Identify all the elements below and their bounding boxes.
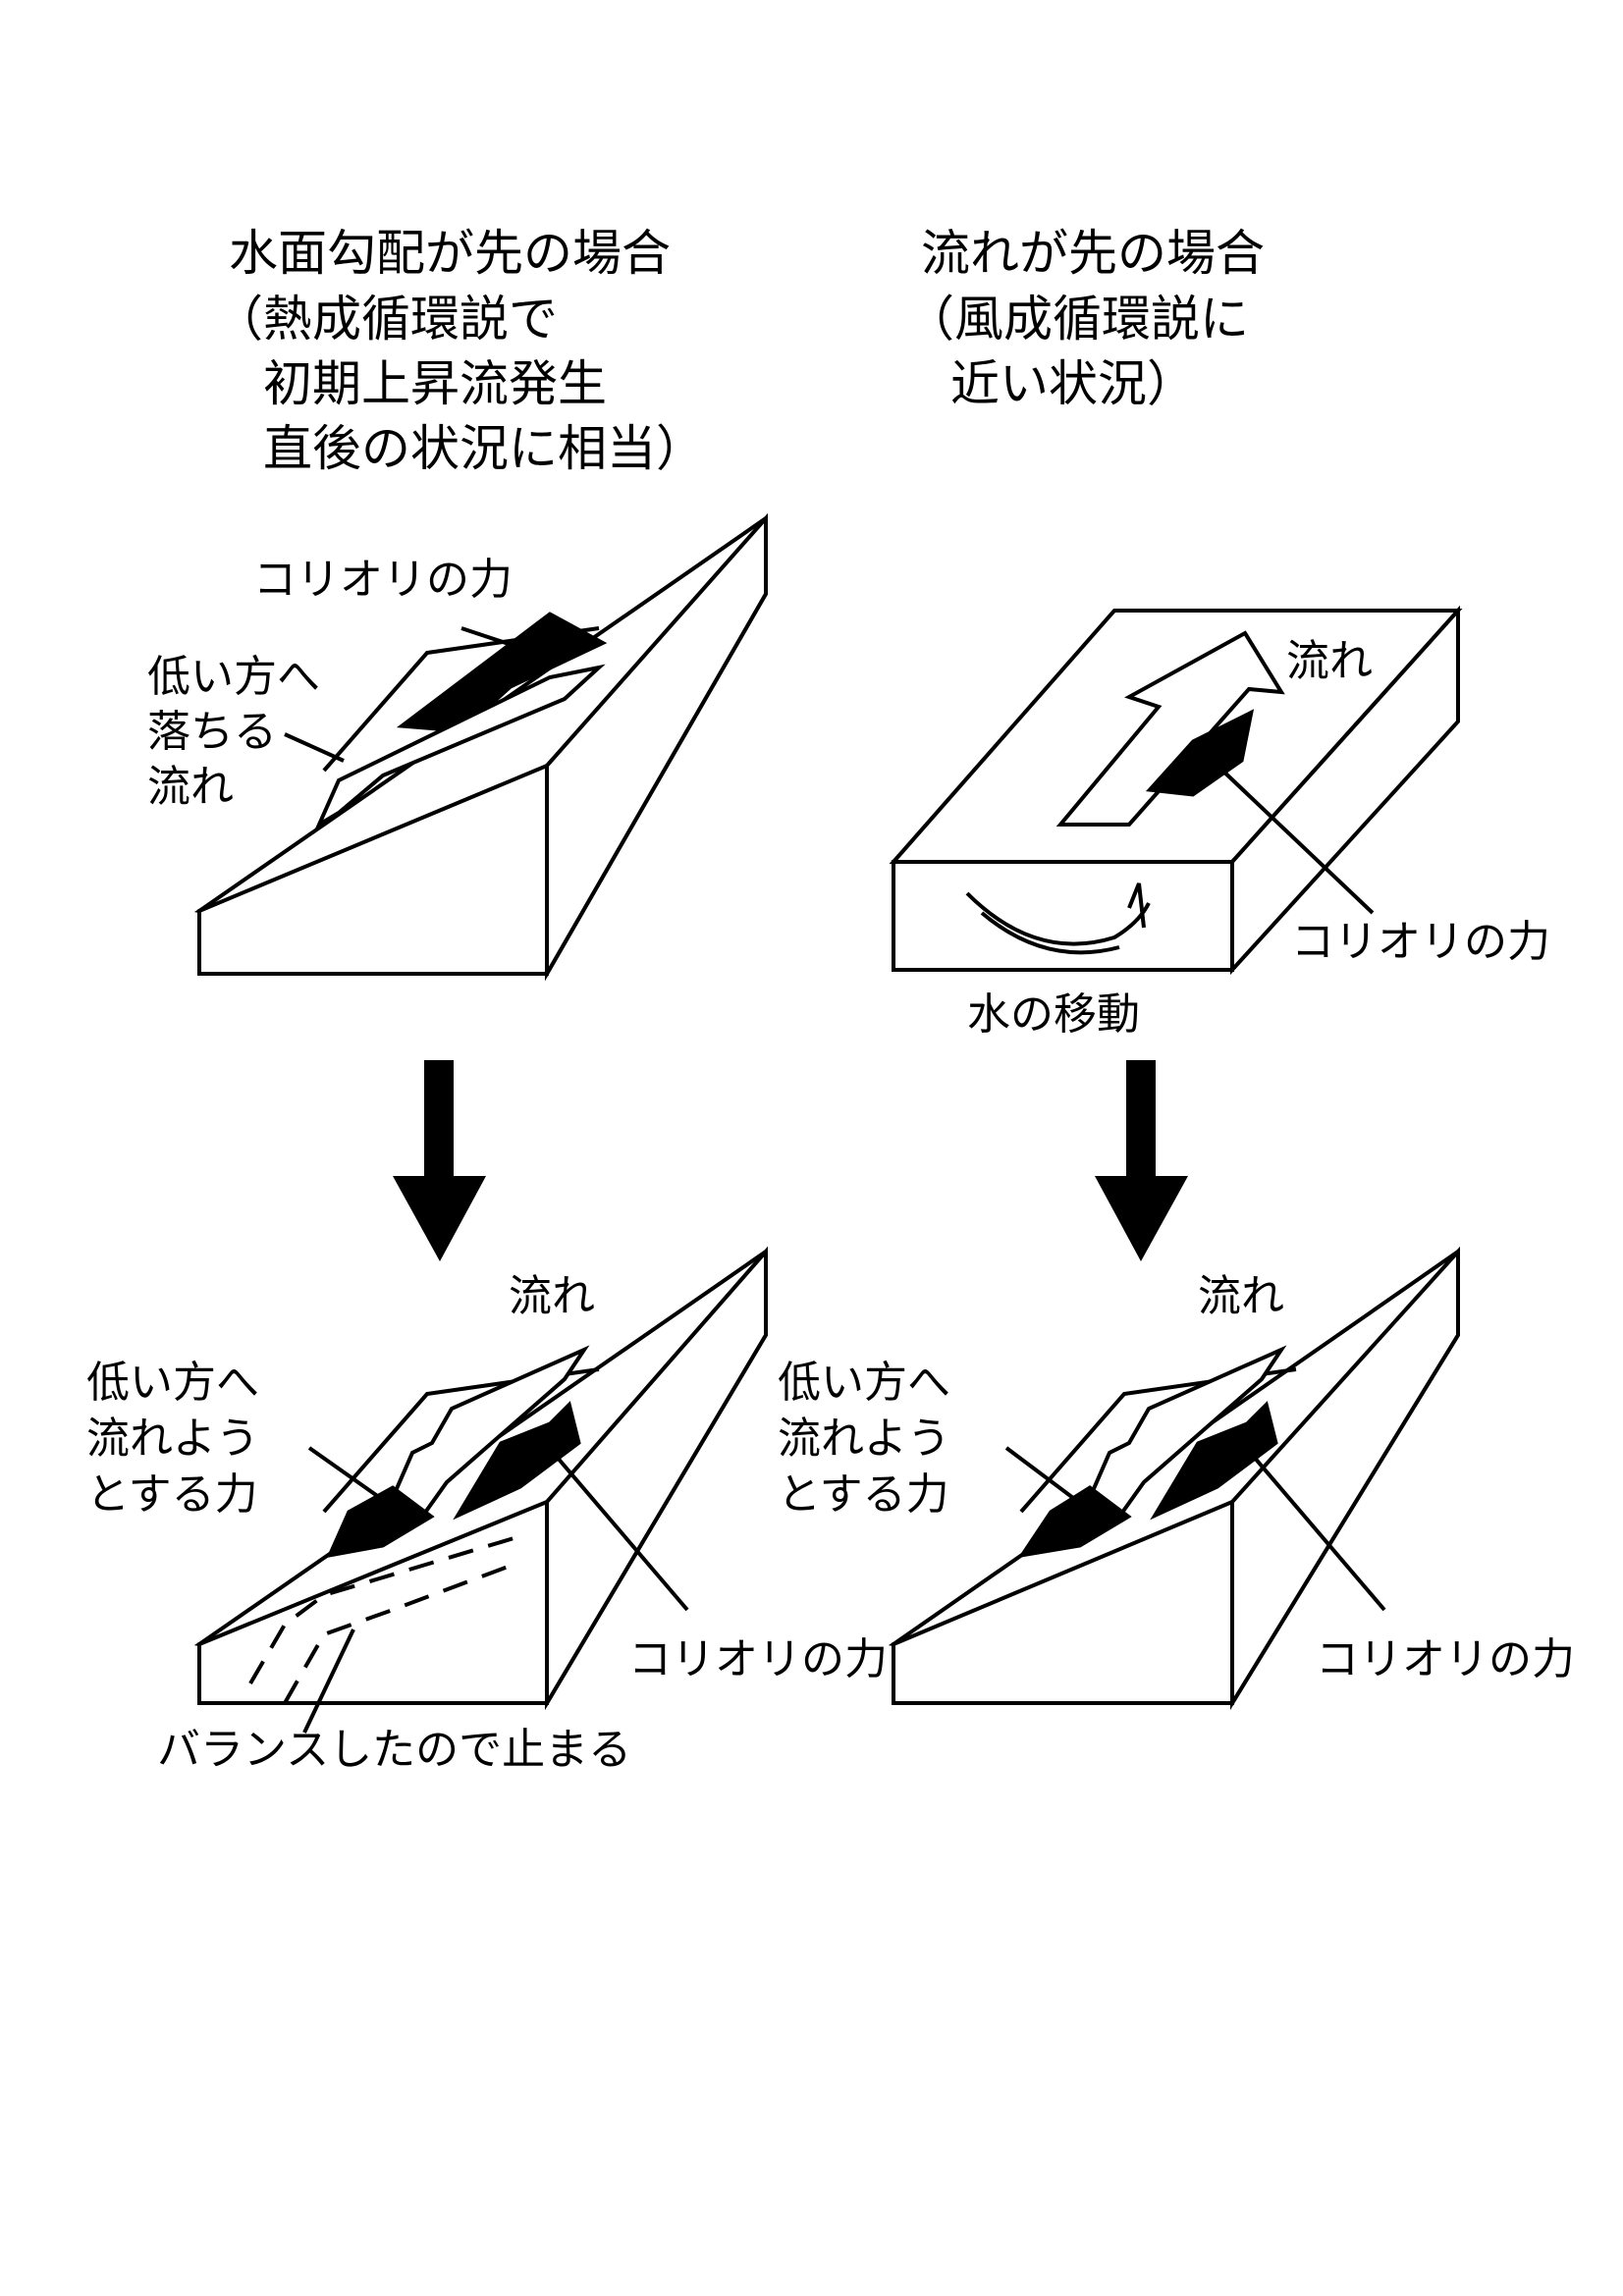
lower-force-arrow: [1017, 1485, 1132, 1559]
slope-side-face: [545, 512, 768, 982]
coriolis-label: コリオリの力: [1316, 1634, 1575, 1684]
lower-force-leader-line: [1004, 1446, 1087, 1509]
panel-top-left: コリオリの力 低い方へ 落ちる 流れ: [147, 512, 768, 982]
coriolis-force-block: [1145, 709, 1255, 797]
coriolis-label: コリオリの力: [1291, 917, 1550, 967]
falling-flow-label-3: 流れ: [147, 762, 234, 812]
flow-arrow: [1071, 1345, 1287, 1535]
lower-force-label-1: 低い方へ: [86, 1358, 259, 1408]
flat-front-face: [892, 860, 1234, 972]
lower-force-label-2: 流れよう: [778, 1414, 950, 1464]
coriolis-leader-line: [1240, 1441, 1386, 1612]
falling-flow-label-2: 落ちる: [147, 707, 277, 757]
water-movement-arrow-tip: [1127, 882, 1146, 929]
down-arrow-left-shaft: [424, 1060, 454, 1178]
panel-bottom-left: 流れ 低い方へ 流れよう とする力 コリオリの力 バランスしたので止まる: [86, 1246, 888, 1775]
lower-force-leader-line: [307, 1446, 395, 1509]
lower-force-label-3: とする力: [778, 1469, 949, 1520]
left-heading: 水面勾配が先の場合 （熱成循環説で 初期上昇流発生 直後の状況に相当）: [214, 225, 705, 477]
left-heading-line1: 水面勾配が先の場合: [229, 225, 671, 282]
balance-label: バランスしたので止まる: [157, 1725, 631, 1775]
coriolis-leader-line: [460, 626, 536, 655]
down-arrow-left-head: [393, 1176, 486, 1261]
right-heading-line2: （風成循環説に: [905, 291, 1249, 347]
slope-side-face: [1230, 1246, 1460, 1711]
coriolis-leader-line: [543, 1441, 689, 1612]
slope-side-face: [545, 1246, 768, 1711]
balance-dashed-upper: [248, 1534, 521, 1685]
lower-force-arrow: [326, 1485, 435, 1558]
left-heading-line2: （熱成循環説で: [214, 291, 558, 347]
panel-bottom-right: 流れ 低い方へ 流れよう とする力 コリオリの力: [778, 1246, 1575, 1711]
down-arrow-right-shaft: [1126, 1060, 1156, 1178]
coriolis-label: コリオリの力: [628, 1634, 888, 1684]
water-movement-arc-outer: [965, 891, 1151, 946]
falling-flow-arrow: [314, 664, 606, 829]
right-heading: 流れが先の場合 （風成循環説に 近い状況）: [905, 225, 1265, 412]
flow-label: 流れ: [1286, 636, 1373, 686]
down-arrow-right-head: [1095, 1176, 1188, 1261]
falling-flow-leader-line: [284, 732, 345, 763]
flow-label: 流れ: [509, 1271, 595, 1321]
down-arrow-right: [1095, 1060, 1188, 1261]
left-heading-line4: 直後の状況に相当）: [263, 420, 705, 477]
water-movement-label: 水の移動: [967, 989, 1140, 1040]
right-heading-line3: 近い状況）: [950, 355, 1196, 412]
coriolis-leader-line: [1216, 764, 1375, 915]
flow-label: 流れ: [1198, 1271, 1284, 1321]
water-movement-arc-inner: [980, 911, 1120, 955]
falling-flow-label-1: 低い方へ: [147, 652, 320, 702]
panel-top-right: 流れ コリオリの力 水の移動: [889, 605, 1550, 1040]
coriolis-label: コリオリの力: [253, 555, 513, 605]
down-arrow-left: [393, 1060, 486, 1261]
right-heading-line1: 流れが先の場合: [921, 225, 1265, 282]
lower-force-label-2: 流れよう: [86, 1414, 259, 1464]
flow-arrow: [1055, 630, 1285, 827]
flow-arrow: [374, 1345, 590, 1535]
coriolis-force-arrow: [453, 1401, 581, 1521]
lower-force-label-3: とする力: [86, 1469, 258, 1520]
coriolis-force-arrow: [1150, 1401, 1278, 1521]
left-heading-line3: 初期上昇流発生: [263, 355, 607, 412]
lower-force-label-1: 低い方へ: [778, 1358, 950, 1408]
balance-leader-line: [302, 1629, 355, 1734]
balance-dashed-lower: [283, 1564, 512, 1704]
flat-side-face: [1230, 605, 1460, 976]
